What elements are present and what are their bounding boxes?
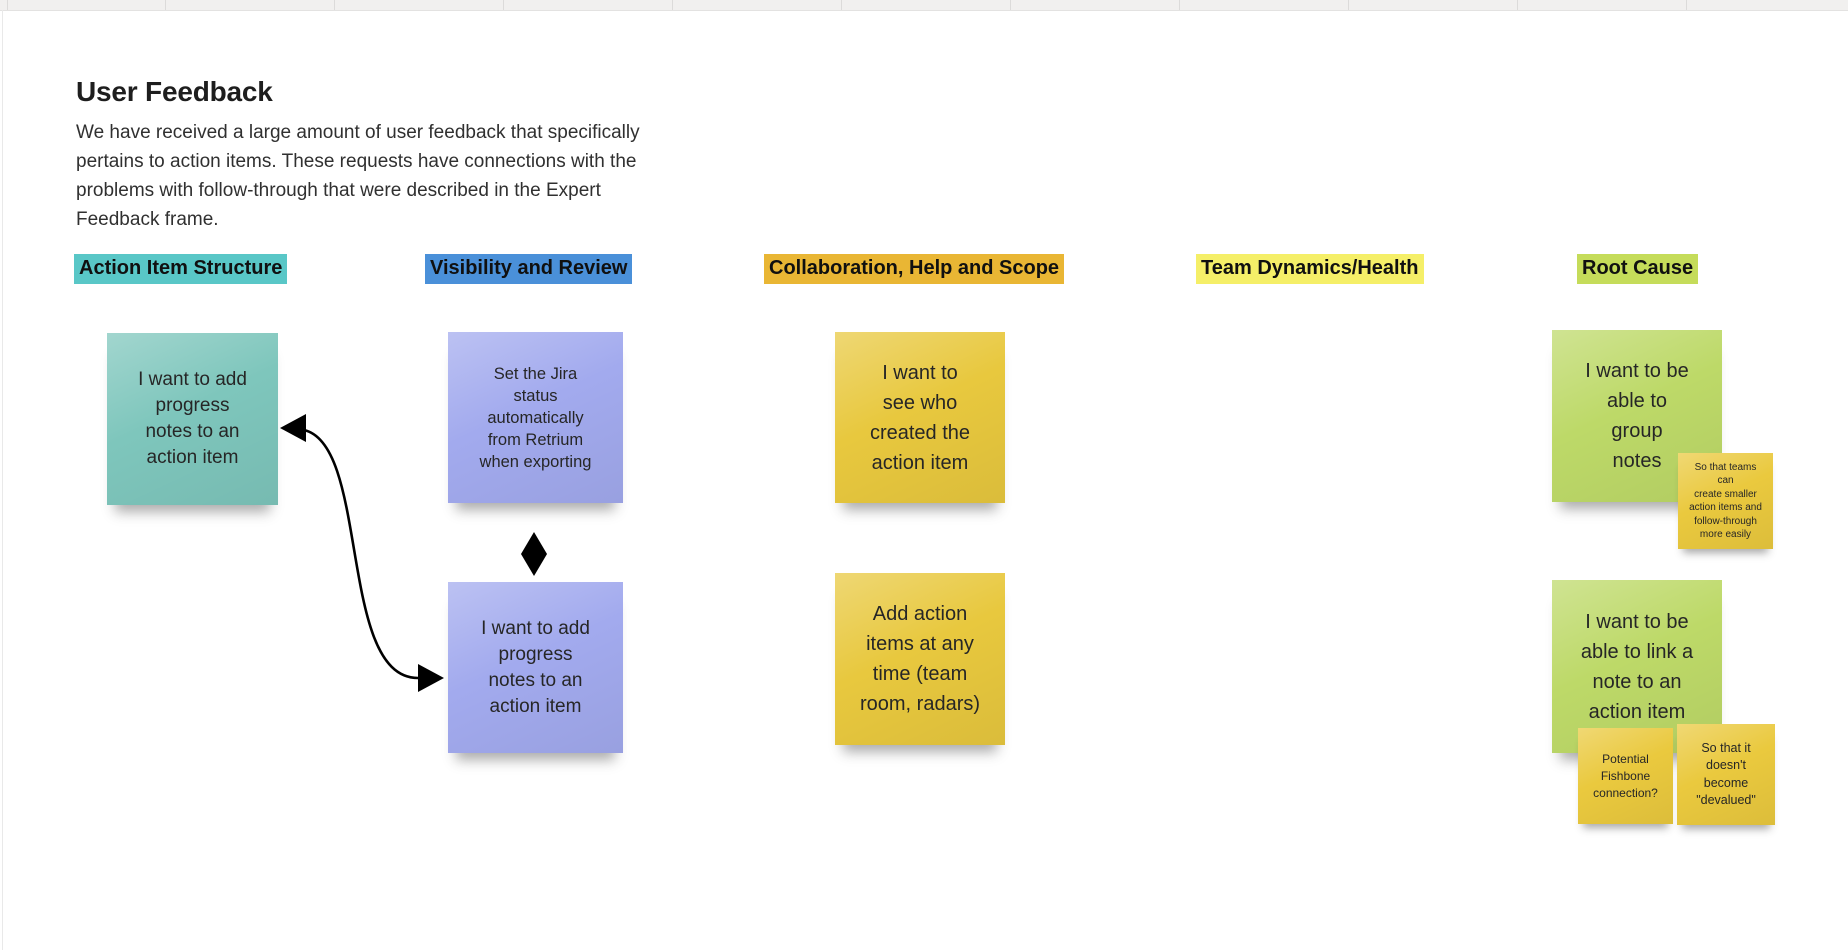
sticky-add-action-items-any-time[interactable]: Add action items at any time (team room,… bbox=[835, 573, 1005, 745]
sticky-doesnt-become-devalued[interactable]: So that it doesn't become "devalued" bbox=[1677, 724, 1775, 825]
connector-curve bbox=[303, 428, 419, 680]
sticky-set-jira-status[interactable]: Set the Jira status automatically from R… bbox=[448, 332, 623, 503]
column-header-action-item-structure[interactable]: Action Item Structure bbox=[74, 254, 288, 284]
column-header-label: Action Item Structure bbox=[74, 254, 288, 284]
sticky-text: I want to add progress notes to an actio… bbox=[481, 617, 590, 717]
sticky-text: So that it doesn't become "devalued" bbox=[1696, 740, 1756, 808]
sticky-add-progress-notes-1[interactable]: I want to add progress notes to an actio… bbox=[107, 333, 278, 505]
sticky-text: Add action items at any time (team room,… bbox=[859, 603, 981, 715]
sticky-text: I want to add progress notes to an actio… bbox=[138, 369, 247, 468]
connector-arrowhead-right bbox=[418, 664, 444, 692]
frame-description[interactable]: We have received a large amount of user … bbox=[76, 122, 640, 230]
column-header-label: Team Dynamics/Health bbox=[1196, 254, 1424, 284]
sticky-text: I want to see who created the action ite… bbox=[869, 361, 971, 474]
column-header-label: Root Cause bbox=[1577, 254, 1699, 284]
sticky-add-progress-notes-2[interactable]: I want to add progress notes to an actio… bbox=[448, 582, 623, 753]
sticky-text: I want to be able to group notes bbox=[1585, 360, 1689, 472]
sticky-text: Potential Fishbone connection? bbox=[1593, 751, 1658, 800]
column-header-root-cause[interactable]: Root Cause bbox=[1577, 254, 1699, 284]
column-header-collaboration-help-scope[interactable]: Collaboration, Help and Scope bbox=[764, 254, 1065, 284]
sticky-potential-fishbone-connection[interactable]: Potential Fishbone connection? bbox=[1578, 728, 1673, 824]
left-gridline bbox=[2, 10, 3, 950]
column-header-visibility-and-review[interactable]: Visibility and Review bbox=[425, 254, 633, 284]
sticky-see-who-created[interactable]: I want to see who created the action ite… bbox=[835, 332, 1005, 503]
column-header-label: Visibility and Review bbox=[425, 254, 633, 284]
grid-strip bbox=[0, 0, 1848, 11]
sticky-text: I want to be able to link a note to an a… bbox=[1580, 610, 1694, 723]
connector-diamond bbox=[521, 532, 547, 576]
sticky-link-note-to-action-item[interactable]: I want to be able to link a note to an a… bbox=[1552, 580, 1722, 753]
column-header-team-dynamics-health[interactable]: Team Dynamics/Health bbox=[1196, 254, 1424, 284]
sticky-text: So that teams can create smaller action … bbox=[1689, 461, 1762, 541]
column-header-label: Collaboration, Help and Scope bbox=[764, 254, 1065, 284]
sticky-note-smaller-action-items[interactable]: So that teams can create smaller action … bbox=[1678, 453, 1773, 549]
connector-arrowhead-left bbox=[280, 414, 306, 442]
sticky-group-notes[interactable]: I want to be able to group notes bbox=[1552, 330, 1722, 502]
sticky-text: Set the Jira status automatically from R… bbox=[479, 364, 592, 471]
frame-title[interactable]: User Feedback bbox=[76, 76, 273, 107]
